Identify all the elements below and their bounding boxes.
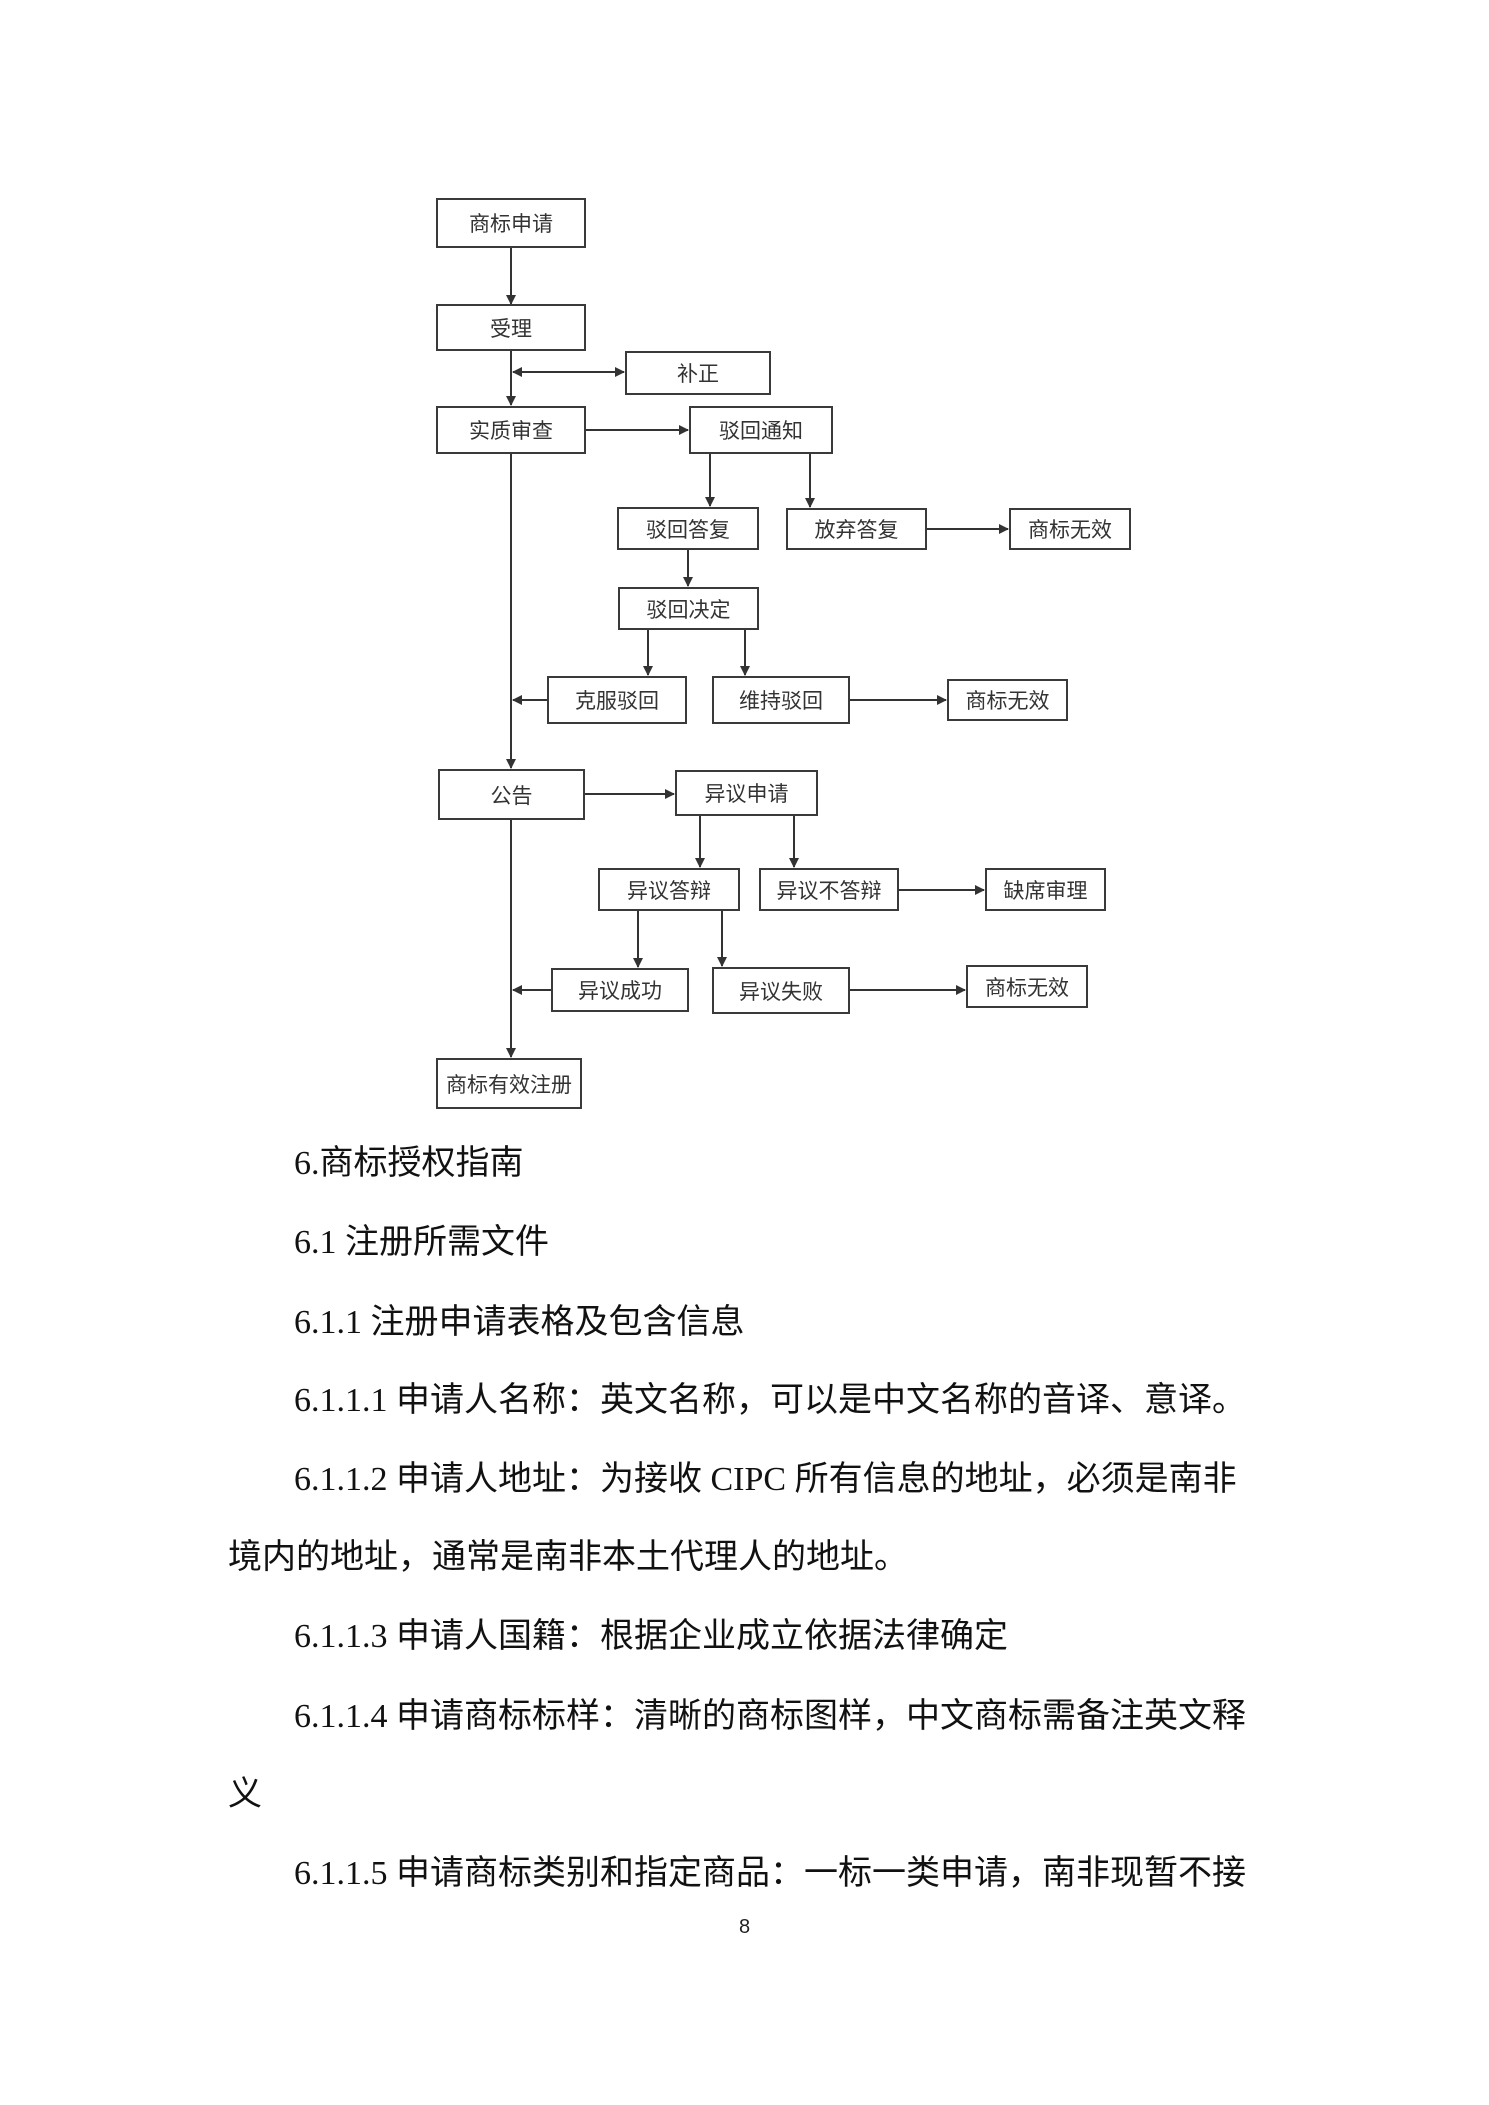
node-abandon-reply: 放弃答复 xyxy=(786,508,927,550)
heading-section-6-1: 6.1 注册所需文件 xyxy=(294,1224,549,1261)
node-opp-success: 异议成功 xyxy=(551,968,689,1012)
paragraph-line: 6.1.1.2 申请人地址：为接收 CIPC 所有信息的地址，必须是南非 xyxy=(294,1461,1237,1498)
node-reject-reply: 驳回答复 xyxy=(617,507,759,550)
flowchart-connectors xyxy=(506,248,1009,1058)
paragraph-line: 6.1.1.4 申请商标标样：清晰的商标图样，中文商标需备注英文释 xyxy=(294,1698,1246,1735)
page-number: 8 xyxy=(738,1916,751,1938)
node-exam: 实质审查 xyxy=(436,406,586,454)
node-opp-apply: 异议申请 xyxy=(675,770,818,816)
node-absent: 缺席审理 xyxy=(985,868,1106,911)
node-opp-fail: 异议失败 xyxy=(712,967,850,1014)
node-reject-decision: 驳回决定 xyxy=(618,587,759,630)
paragraph-line: 境内的地址，通常是南非本土代理人的地址。 xyxy=(228,1539,908,1576)
node-apply: 商标申请 xyxy=(436,198,586,248)
paragraph-line: 6.1.1.3 申请人国籍：根据企业成立依据法律确定 xyxy=(294,1618,1008,1655)
node-registered: 商标有效注册 xyxy=(436,1058,582,1109)
node-accept: 受理 xyxy=(436,304,586,351)
node-overcome: 克服驳回 xyxy=(547,676,687,724)
node-maintain: 维持驳回 xyxy=(712,676,850,724)
node-invalid-3: 商标无效 xyxy=(966,965,1088,1008)
paragraph-line: 6.1.1.5 申请商标类别和指定商品：一标一类申请，南非现暂不接 xyxy=(294,1855,1246,1892)
node-invalid-1: 商标无效 xyxy=(1009,508,1131,550)
node-invalid-2: 商标无效 xyxy=(947,679,1068,721)
node-opp-nodefend: 异议不答辩 xyxy=(759,868,899,911)
paragraph-line: 义 xyxy=(228,1776,262,1813)
node-announce: 公告 xyxy=(438,769,585,820)
node-correct: 补正 xyxy=(625,351,771,395)
node-reject-notice: 驳回通知 xyxy=(689,406,833,454)
heading-section-6: 6.商标授权指南 xyxy=(294,1145,524,1182)
node-opp-defend: 异议答辩 xyxy=(598,868,740,911)
paragraph-line: 6.1.1.1 申请人名称：英文名称，可以是中文名称的音译、意译。 xyxy=(294,1382,1246,1419)
heading-section-6-1-1: 6.1.1 注册申请表格及包含信息 xyxy=(294,1304,745,1341)
